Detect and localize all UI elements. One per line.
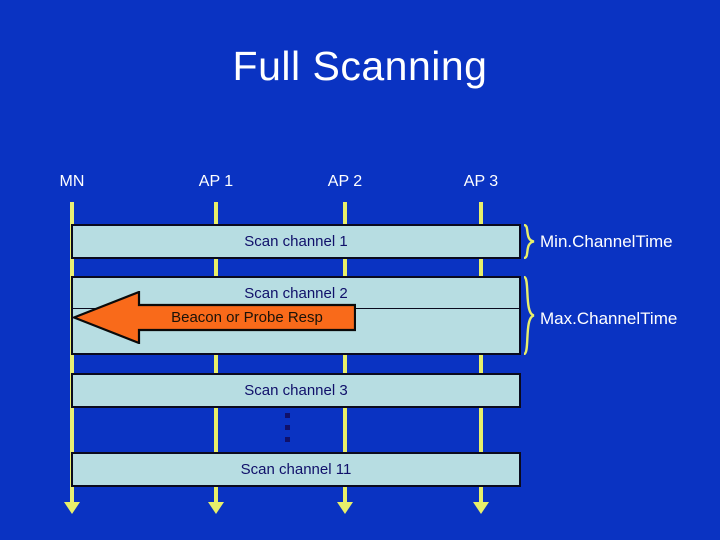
ellipsis-dot	[285, 413, 290, 418]
column-label-ap2: AP 2	[327, 173, 363, 190]
timeline-arrow-mn	[64, 502, 80, 514]
timeline-arrow-ap1	[208, 502, 224, 514]
scan-bar-channel-3: Scan channel 3	[71, 373, 521, 408]
annotation-max-channel-time: Max.ChannelTime	[540, 309, 678, 328]
scan-bar-channel-11: Scan channel 11	[71, 452, 521, 487]
ellipsis-dot	[285, 437, 290, 442]
brace-max-channel-time	[521, 276, 537, 355]
scan-bar-channel-1: Scan channel 1	[71, 224, 521, 259]
column-label-mn: MN	[59, 173, 85, 190]
brace-min-channel-time	[521, 224, 537, 259]
beacon-or-probe-response-arrow: Beacon or Probe Resp	[73, 291, 356, 344]
ellipsis-dot	[285, 425, 290, 430]
timeline-arrow-ap3	[473, 502, 489, 514]
beacon-or-probe-response-label: Beacon or Probe Resp	[171, 309, 323, 326]
annotation-min-channel-time: Min.ChannelTime	[540, 232, 673, 251]
timeline-arrow-ap2	[337, 502, 353, 514]
vertical-ellipsis	[285, 413, 291, 449]
column-label-ap3: AP 3	[463, 173, 499, 190]
page-title: Full Scanning	[232, 43, 488, 89]
column-label-ap1: AP 1	[198, 173, 234, 190]
